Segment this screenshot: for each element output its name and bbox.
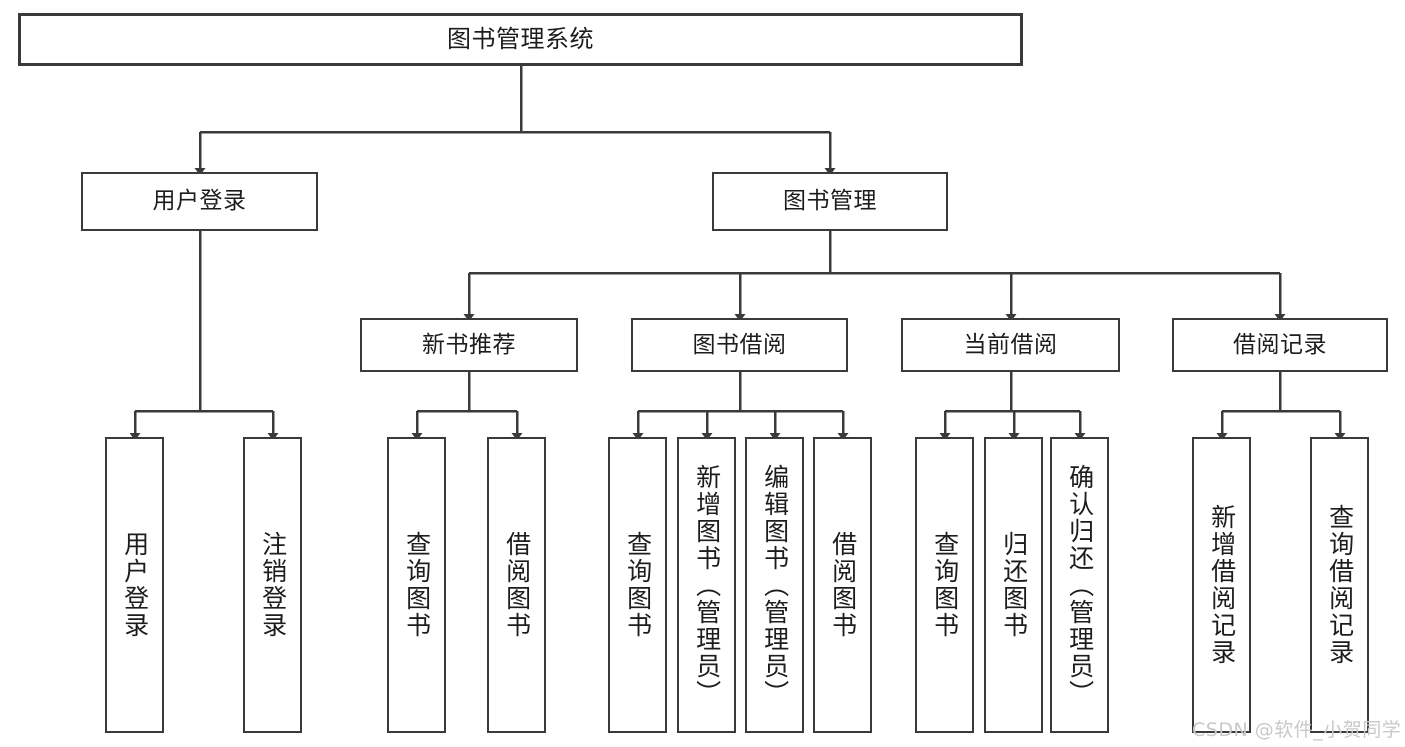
node-label: 查询图书 (930, 531, 960, 639)
node-label: 注销登录 (258, 531, 288, 639)
node-label: 用户登录 (152, 188, 247, 215)
node-label: 图书借阅 (692, 331, 787, 358)
node-leaf-br-edit[interactable]: 编辑图书（管理员） (745, 437, 804, 733)
node-label: 新书推荐 (422, 331, 516, 358)
node-leaf-br-add[interactable]: 新增图书（管理员） (677, 437, 736, 733)
node-bookmgmt[interactable]: 图书管理 (712, 172, 948, 231)
node-leaf-br-query[interactable]: 查询图书 (608, 437, 667, 733)
connector-lines (129, 66, 1346, 441)
node-label: 查询图书 (402, 531, 432, 639)
node-leaf-cur-query[interactable]: 查询图书 (915, 437, 974, 733)
node-leaf-rec-query[interactable]: 查询借阅记录 (1310, 437, 1369, 733)
node-label: 新增借阅记录 (1207, 504, 1237, 666)
node-leaf-br-borrow[interactable]: 借阅图书 (813, 437, 872, 733)
node-leaf-user-logout[interactable]: 注销登录 (243, 437, 302, 733)
node-leaf-user-login[interactable]: 用户登录 (105, 437, 164, 733)
node-leaf-rec-add[interactable]: 新增借阅记录 (1192, 437, 1251, 733)
node-label: 用户登录 (120, 531, 150, 639)
node-label: 借阅记录 (1233, 331, 1327, 358)
node-label: 查询借阅记录 (1325, 504, 1355, 666)
node-leaf-cur-confirm[interactable]: 确认归还（管理员） (1050, 437, 1109, 733)
node-borrow[interactable]: 图书借阅 (631, 318, 848, 372)
node-records[interactable]: 借阅记录 (1172, 318, 1388, 372)
node-leaf-cur-return[interactable]: 归还图书 (984, 437, 1043, 733)
node-leaf-new-borrow[interactable]: 借阅图书 (487, 437, 546, 733)
node-leaf-new-query[interactable]: 查询图书 (387, 437, 446, 733)
node-label: 图书管理系统 (447, 24, 594, 53)
node-login[interactable]: 用户登录 (81, 172, 318, 231)
node-label: 归还图书 (999, 531, 1029, 639)
node-current[interactable]: 当前借阅 (901, 318, 1120, 372)
node-label: 当前借阅 (963, 331, 1058, 358)
node-label: 确认归还（管理员） (1065, 464, 1095, 707)
node-newbook[interactable]: 新书推荐 (360, 318, 578, 372)
node-label: 借阅图书 (828, 531, 858, 639)
node-label: 编辑图书（管理员） (760, 464, 790, 707)
node-label: 查询图书 (623, 531, 653, 639)
node-label: 借阅图书 (502, 531, 532, 639)
node-label: 新增图书（管理员） (692, 464, 722, 707)
node-label: 图书管理 (783, 188, 877, 215)
node-root[interactable]: 图书管理系统 (18, 13, 1023, 66)
